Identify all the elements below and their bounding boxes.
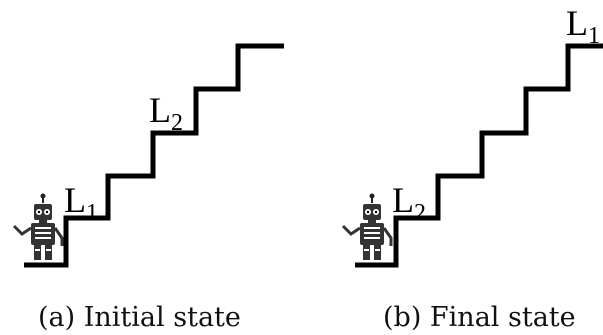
label-b-high: L1	[566, 3, 600, 49]
label-a-high: L2	[149, 90, 183, 136]
label-a-low: L1	[64, 180, 98, 226]
panel-a: L1 L2	[12, 43, 284, 268]
robot-icon	[341, 193, 393, 260]
staircase-a	[24, 43, 284, 268]
caption-final-state: (b) Final state	[383, 302, 576, 333]
robot-icon	[12, 193, 64, 260]
label-b-low: L2	[392, 180, 426, 226]
panel-b: L2 L1	[341, 3, 603, 268]
staircase-b	[355, 43, 603, 268]
caption-initial-state: (a) Initial state	[38, 302, 241, 333]
